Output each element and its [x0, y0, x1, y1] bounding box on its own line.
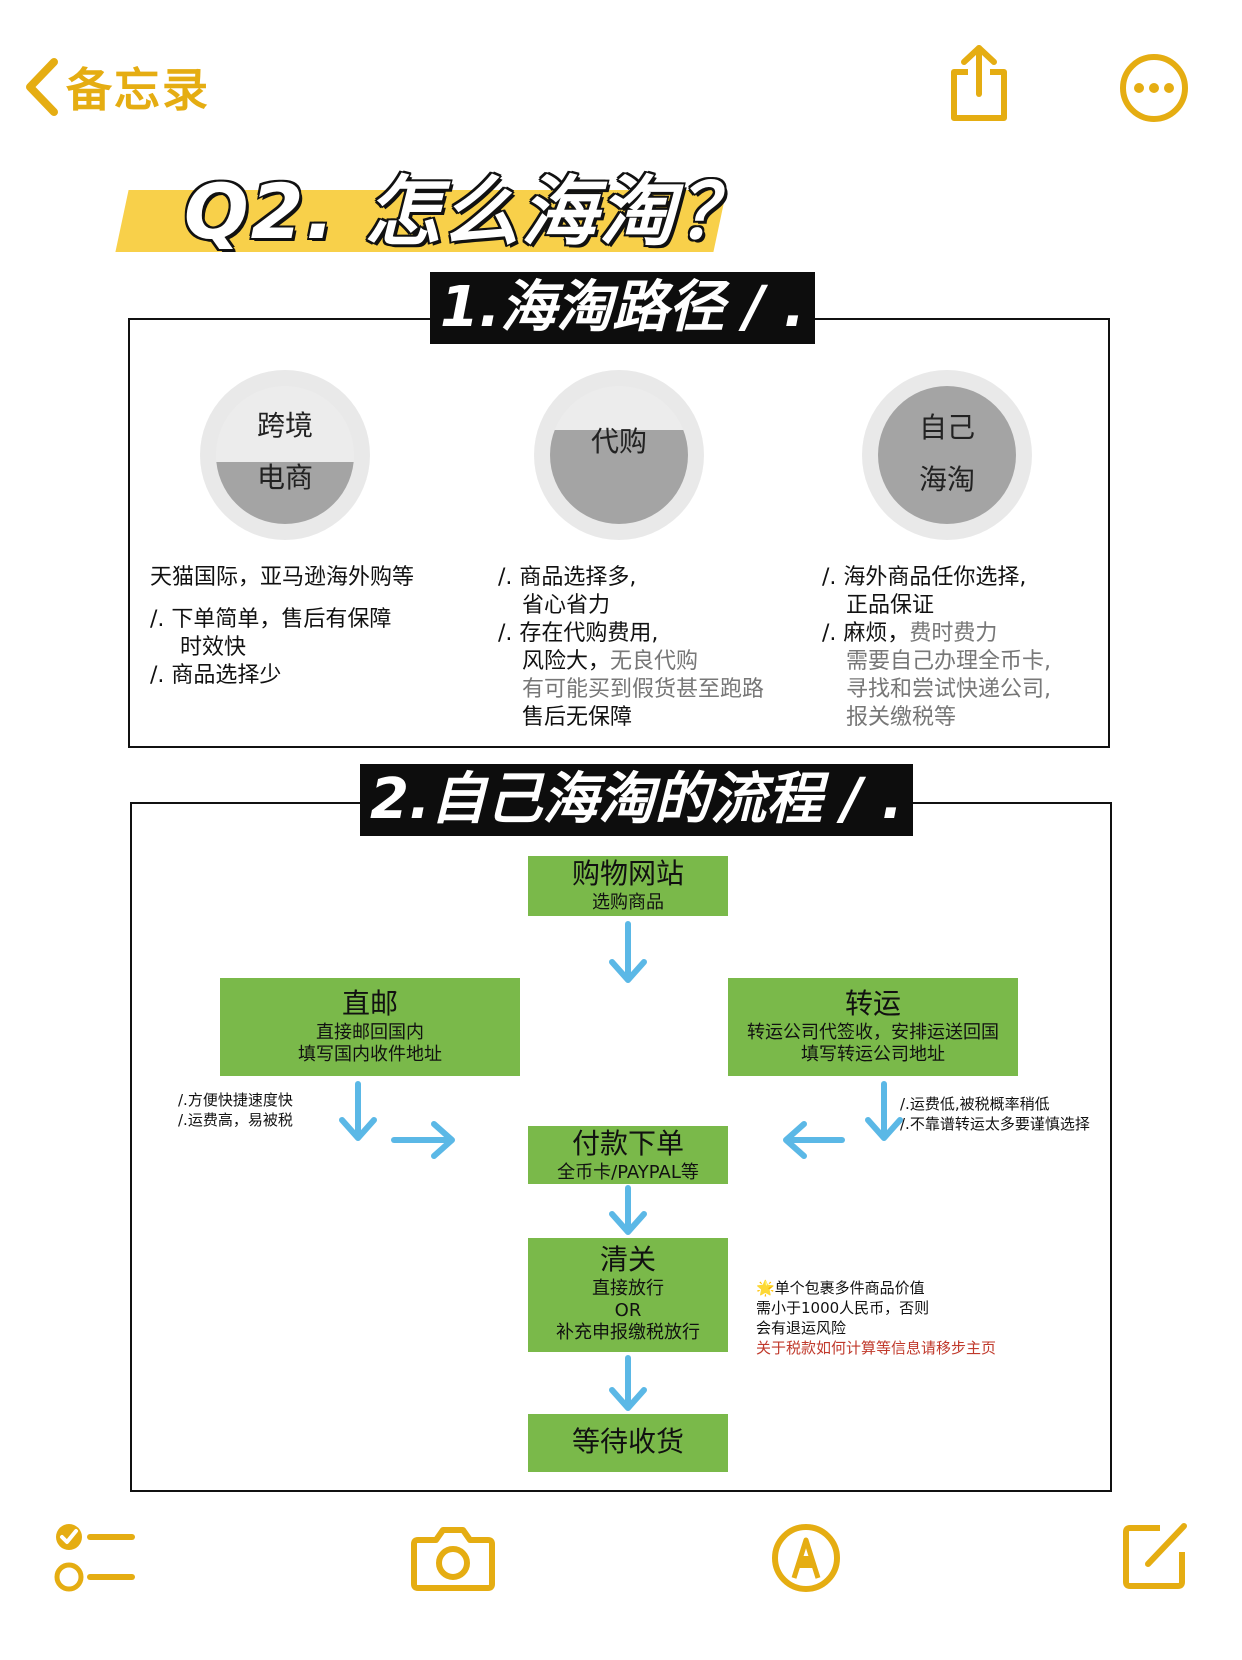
more-icon: [1120, 54, 1188, 122]
path1-line3: 时效快: [180, 635, 247, 660]
chevron-left-icon: [26, 58, 58, 116]
path2-line1: /. 商品选择多,: [498, 565, 637, 590]
path3-line4: 需要自己办理全币卡,: [846, 649, 1051, 674]
customs-note-1: 🌟单个包裹多件商品价值: [756, 1279, 925, 1297]
arrow-left-icon: [783, 1121, 845, 1159]
customs-note-2: 需小于1000人民币，否则: [756, 1299, 930, 1317]
path1-line2: /. 下单简单，售后有保障: [150, 607, 392, 632]
arrow-down-icon: [339, 1081, 377, 1141]
arrow-down-icon: [609, 921, 647, 983]
path2-line2: 省心省力: [522, 593, 611, 618]
section-paths-heading: 1.海淘路径 / .: [430, 272, 815, 344]
path3-line2: 正品保证: [846, 593, 935, 618]
flow-node-customs: 清关 直接放行 OR 补充申报缴税放行: [528, 1238, 728, 1352]
path3-line6: 报关缴税等: [846, 705, 957, 730]
path2-line3: /. 存在代购费用,: [498, 621, 659, 646]
camera-icon: [411, 1527, 495, 1591]
flow-node-pay: 付款下单 全币卡/PAYPAL等: [528, 1126, 728, 1184]
more-button[interactable]: [1118, 52, 1190, 128]
direct-note-1: /.方便快捷速度快: [178, 1091, 293, 1109]
share-icon: [951, 45, 1007, 121]
arrow-down-icon: [609, 1185, 647, 1235]
customs-note-3: 会有退运风险: [756, 1319, 847, 1337]
path-circle-crossborder: 跨境 电商: [200, 370, 370, 540]
page-title: Q2. 怎么海淘？: [183, 166, 755, 258]
path-circle-self: 自己 海淘: [862, 370, 1032, 540]
camera-button[interactable]: [410, 1524, 496, 1596]
arrow-right-icon: [391, 1121, 455, 1159]
path3-line3: /. 麻烦，费时费力: [822, 621, 998, 646]
arrow-down-icon: [609, 1355, 647, 1411]
share-button[interactable]: [946, 42, 1012, 128]
flow-node-direct: 直邮 直接邮回国内 填写国内收件地址: [220, 978, 520, 1076]
path-circle-daigou: 代购: [534, 370, 704, 540]
arrow-down-icon: [865, 1081, 903, 1141]
checklist-icon: [54, 1524, 135, 1592]
back-button[interactable]: 备忘录: [22, 52, 210, 122]
direct-note-2: /.运费高，易被税: [178, 1111, 293, 1129]
flow-node-wait: 等待收货: [528, 1414, 728, 1472]
compose-icon: [1123, 1523, 1187, 1589]
checklist-button[interactable]: [54, 1520, 136, 1598]
markup-button[interactable]: [770, 1522, 842, 1598]
markup-pen-icon: [772, 1524, 840, 1592]
back-label: 备忘录: [66, 63, 210, 117]
flow-node-transfer: 转运 转运公司代签收，安排运送回国 填写转运公司地址: [728, 978, 1018, 1076]
flow-node-shop: 购物网站 选购商品: [528, 856, 728, 916]
section-flow-heading: 2.自己海淘的流程 / .: [360, 764, 913, 836]
customs-note-4: 关于税款如何计算等信息请移步主页: [756, 1339, 997, 1357]
path3-line1: /. 海外商品任你选择,: [822, 565, 1027, 590]
path1-line4: /. 商品选择少: [150, 663, 282, 688]
path2-line5: 有可能买到假货甚至跑路: [522, 677, 765, 702]
path1-line1: 天猫国际，亚马逊海外购等: [150, 565, 415, 590]
transfer-note-1: /.运费低,被税概率稍低: [900, 1095, 1050, 1113]
path3-line5: 寻找和尝试快递公司,: [846, 677, 1051, 702]
path2-line4: 风险大，无良代购: [522, 649, 699, 674]
compose-button[interactable]: [1120, 1518, 1192, 1596]
path2-line6: 售后无保障: [522, 705, 633, 730]
transfer-note-2: /.不靠谱转运太多要谨慎选择: [900, 1115, 1090, 1133]
